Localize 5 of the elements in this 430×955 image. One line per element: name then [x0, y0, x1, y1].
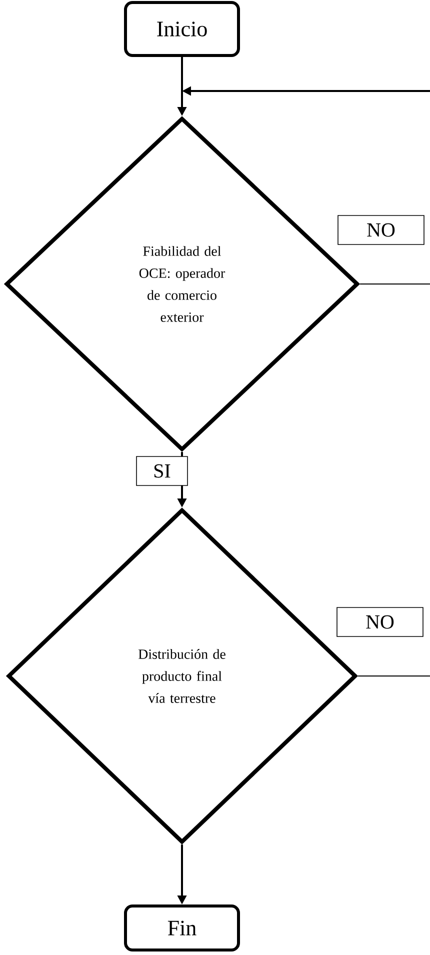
- edge-label: NO: [338, 215, 424, 245]
- terminal-box: Fin: [124, 904, 240, 952]
- edge-label: NO: [336, 607, 424, 637]
- terminal-box: Inicio: [124, 1, 240, 58]
- edge-label: SI: [136, 456, 188, 486]
